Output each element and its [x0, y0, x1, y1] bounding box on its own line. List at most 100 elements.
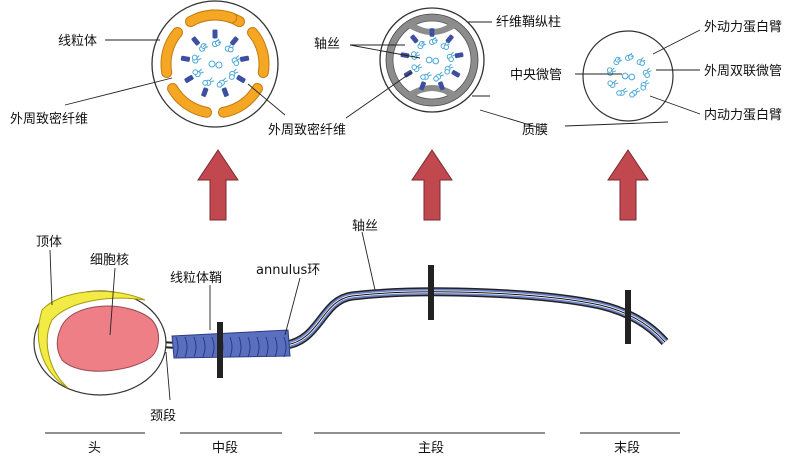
cs1-outer-dense-fiber	[229, 36, 239, 46]
mitochondrial-sheath	[171, 329, 291, 359]
cs2-central-mt-a	[425, 56, 433, 64]
mito-sheath-coil	[247, 336, 251, 358]
label-mitochondria: 线粒体	[58, 34, 97, 49]
cs2-outer-dense-fiber	[403, 69, 413, 78]
cs1-outer-dense-fiber	[236, 75, 246, 83]
nucleus	[56, 305, 159, 372]
cs3-doublet-b	[640, 85, 646, 91]
mitochondrion	[168, 84, 211, 117]
leader-membrane-3	[564, 121, 669, 127]
cs2-outer-dense-fiber	[454, 52, 464, 59]
cs1-dynein-arm	[198, 68, 204, 74]
cs1-doublet-b	[227, 46, 234, 53]
label-doublet: 外周双联微管	[704, 64, 782, 79]
arrow-midpiece	[197, 149, 239, 221]
cs1-dynein-arm	[232, 68, 239, 74]
cs1-outer-dense-fiber	[221, 87, 229, 97]
cs1-doublet-b	[192, 69, 199, 76]
label-inner-dynein: 内动力蛋白臂	[704, 107, 782, 123]
cross-section-principal	[379, 7, 485, 113]
cs1-outer-dense-fiber	[239, 55, 250, 62]
mito-sheath-coil	[238, 336, 242, 358]
mito-sheath-coil	[202, 336, 206, 358]
cs2-dynein-arm	[414, 51, 421, 57]
arrows	[197, 149, 649, 221]
arrow-principal	[411, 149, 453, 221]
cs1-doublet-b	[191, 54, 198, 61]
cs3-central-mt-b	[628, 73, 636, 81]
segment-brackets: 头 中段 主段 末段	[45, 432, 680, 456]
cs2-outer-dense-fiber	[429, 28, 435, 37]
cs2-central-mt-b	[432, 57, 440, 65]
mitochondrion	[186, 10, 237, 27]
cs3-doublet-b	[639, 60, 646, 66]
mito-sheath-body	[171, 329, 291, 359]
arrow-end	[607, 149, 649, 221]
cs1-outer-dense-fiber	[191, 36, 201, 46]
mito-sheath-coil	[265, 336, 269, 358]
cs3-doublet-b	[607, 80, 613, 86]
marker-principal	[428, 265, 434, 320]
cs2-dynein-arm	[421, 41, 427, 46]
cs1-doublet-b	[202, 79, 209, 86]
cs3-central-mt-a	[621, 72, 629, 80]
label-mito-sheath: 线粒体鞘	[170, 271, 222, 286]
cs3-axoneme	[606, 52, 652, 98]
cs2-outer-dense-fiber	[410, 34, 419, 44]
cs2-doublet-b	[420, 74, 426, 80]
leader-membrane-2	[479, 109, 541, 129]
cs2-doublet-b	[410, 51, 417, 57]
mitochondrion	[219, 84, 262, 117]
cs2-dynein-arm	[432, 36, 438, 42]
cs1-outer-dense-fiber	[212, 29, 218, 39]
cs1-dynein-arm	[208, 77, 215, 83]
cross-section-midpiece	[151, 0, 279, 128]
cs3-dynein-arm	[634, 87, 641, 93]
mito-sheath-coil	[175, 336, 179, 358]
cs1-doublet-b	[216, 81, 223, 88]
leader-odf-mid	[247, 83, 286, 116]
label-central-mt: 中央微管	[510, 68, 562, 83]
segment-head: 头	[88, 441, 101, 456]
labels: 线粒体 外周致密纤维 外周致密纤维 轴丝 纤维鞘纵柱 质膜 中央微管 外动力蛋白…	[10, 15, 782, 424]
cs2-dynein-arm	[417, 63, 423, 69]
cs1-outer-dense-fiber	[180, 55, 191, 62]
cs2-doublet-b	[411, 64, 417, 70]
mito-sheath-coil	[193, 336, 197, 358]
leader-annulus	[284, 277, 301, 336]
leader-odf-mid-2	[345, 71, 413, 119]
cross-section-end	[582, 30, 674, 122]
cs1-outer-dense-fiber	[184, 75, 194, 83]
cs3-dynein-arm	[628, 52, 634, 58]
cs1-outer-dense-fiber	[201, 87, 209, 97]
cs2-axoneme	[400, 28, 464, 91]
mitochondrion	[161, 28, 182, 78]
cs2-doublet-b	[448, 56, 454, 63]
cs2-dynein-arm	[448, 63, 454, 69]
cs3-doublet-b	[644, 72, 650, 79]
cs1-central-mt-b	[215, 61, 223, 69]
label-axoneme-top: 轴丝	[314, 37, 340, 52]
segment-end: 末段	[614, 441, 640, 456]
mitochondrion	[248, 28, 269, 78]
leader-neck	[165, 351, 171, 401]
cs2-column-bottom	[406, 85, 458, 98]
leader-odf-left	[64, 77, 173, 106]
cs1-dynein-arm	[202, 43, 209, 49]
leader-axoneme-top-2	[349, 44, 421, 59]
cs2-dynein-arm	[438, 71, 445, 77]
cs2-column-top	[406, 22, 458, 35]
cs3-dynein-arm	[617, 57, 623, 62]
cs1-doublet-b	[233, 60, 240, 66]
cs2-outer-dense-fiber	[445, 34, 454, 44]
mito-sheath-coil	[256, 336, 260, 358]
cs2-dynein-arm	[426, 71, 432, 77]
leader-axoneme-bottom	[361, 231, 376, 291]
segment-principal: 主段	[418, 441, 444, 456]
label-fibrous-column: 纤维鞘纵柱	[496, 15, 561, 30]
cs2-outer-dense-fiber	[438, 81, 445, 91]
label-neck: 颈段	[150, 409, 176, 424]
cs3-dynein-arm	[646, 67, 652, 73]
